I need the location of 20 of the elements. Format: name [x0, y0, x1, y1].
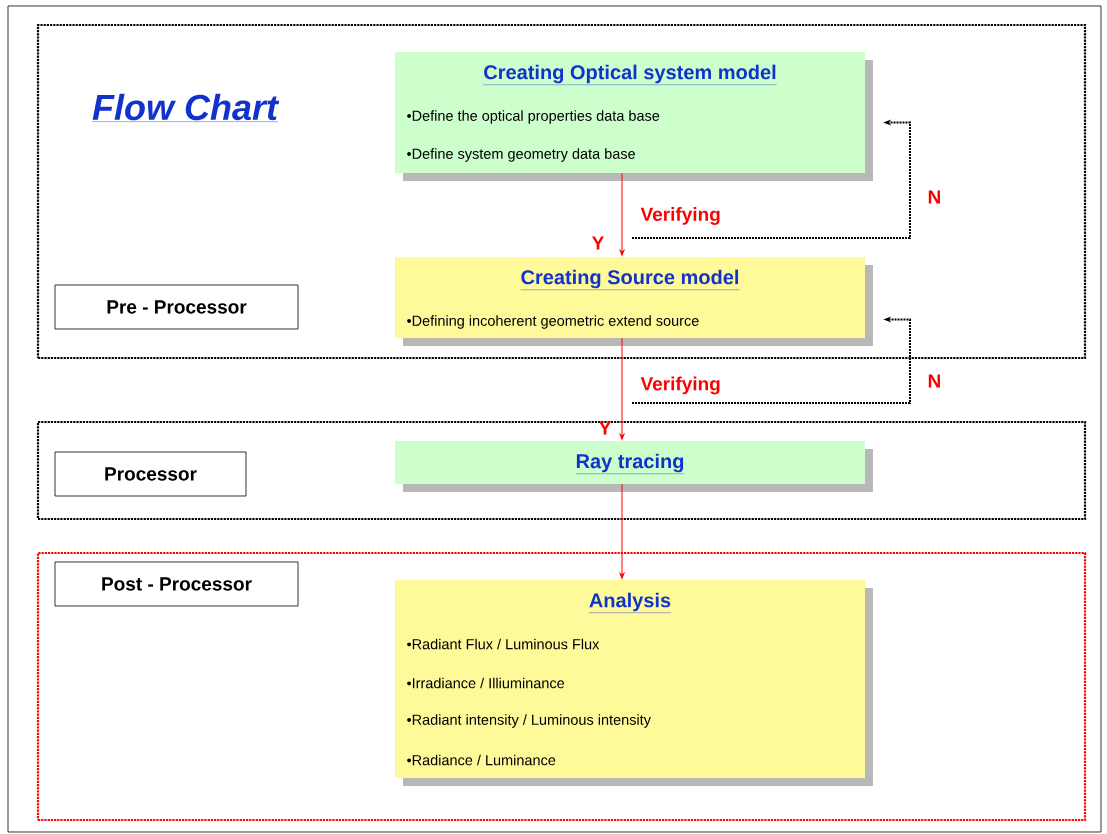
stage-label-box: Pre - Processor	[54, 284, 299, 330]
process-box: Ray tracing	[395, 441, 873, 492]
branch-label: Y	[592, 236, 605, 250]
stage-label-box: Processor	[54, 451, 247, 497]
dotted-band	[36, 23, 1087, 360]
edge-label: N	[928, 190, 940, 204]
arrow	[619, 172, 625, 256]
process-box: Creating Optical system model •Define the optical properties data base •Define system geometry data base	[395, 52, 873, 181]
title: Flow Chart	[91, 93, 280, 122]
arrow	[619, 483, 625, 579]
edge-label: N	[928, 374, 940, 388]
dotted-band	[36, 551, 1087, 822]
edge-label: Verifying	[640, 376, 720, 395]
edge-label: Verifying	[640, 207, 720, 225]
branch-label: Y	[599, 421, 612, 435]
stage-label-box: Post - Processor	[54, 561, 299, 607]
arrow	[619, 337, 625, 440]
process-box: Creating Source model •Defining incoherent geometric extend source	[395, 257, 873, 346]
process-box: Analysis •Radiant Flux / Luminous Flux •Irradiance / Illiuminance •Radiant intensity / Luminous intensity •Radiance / Luminance	[395, 580, 873, 786]
dotted-band	[36, 420, 1087, 521]
